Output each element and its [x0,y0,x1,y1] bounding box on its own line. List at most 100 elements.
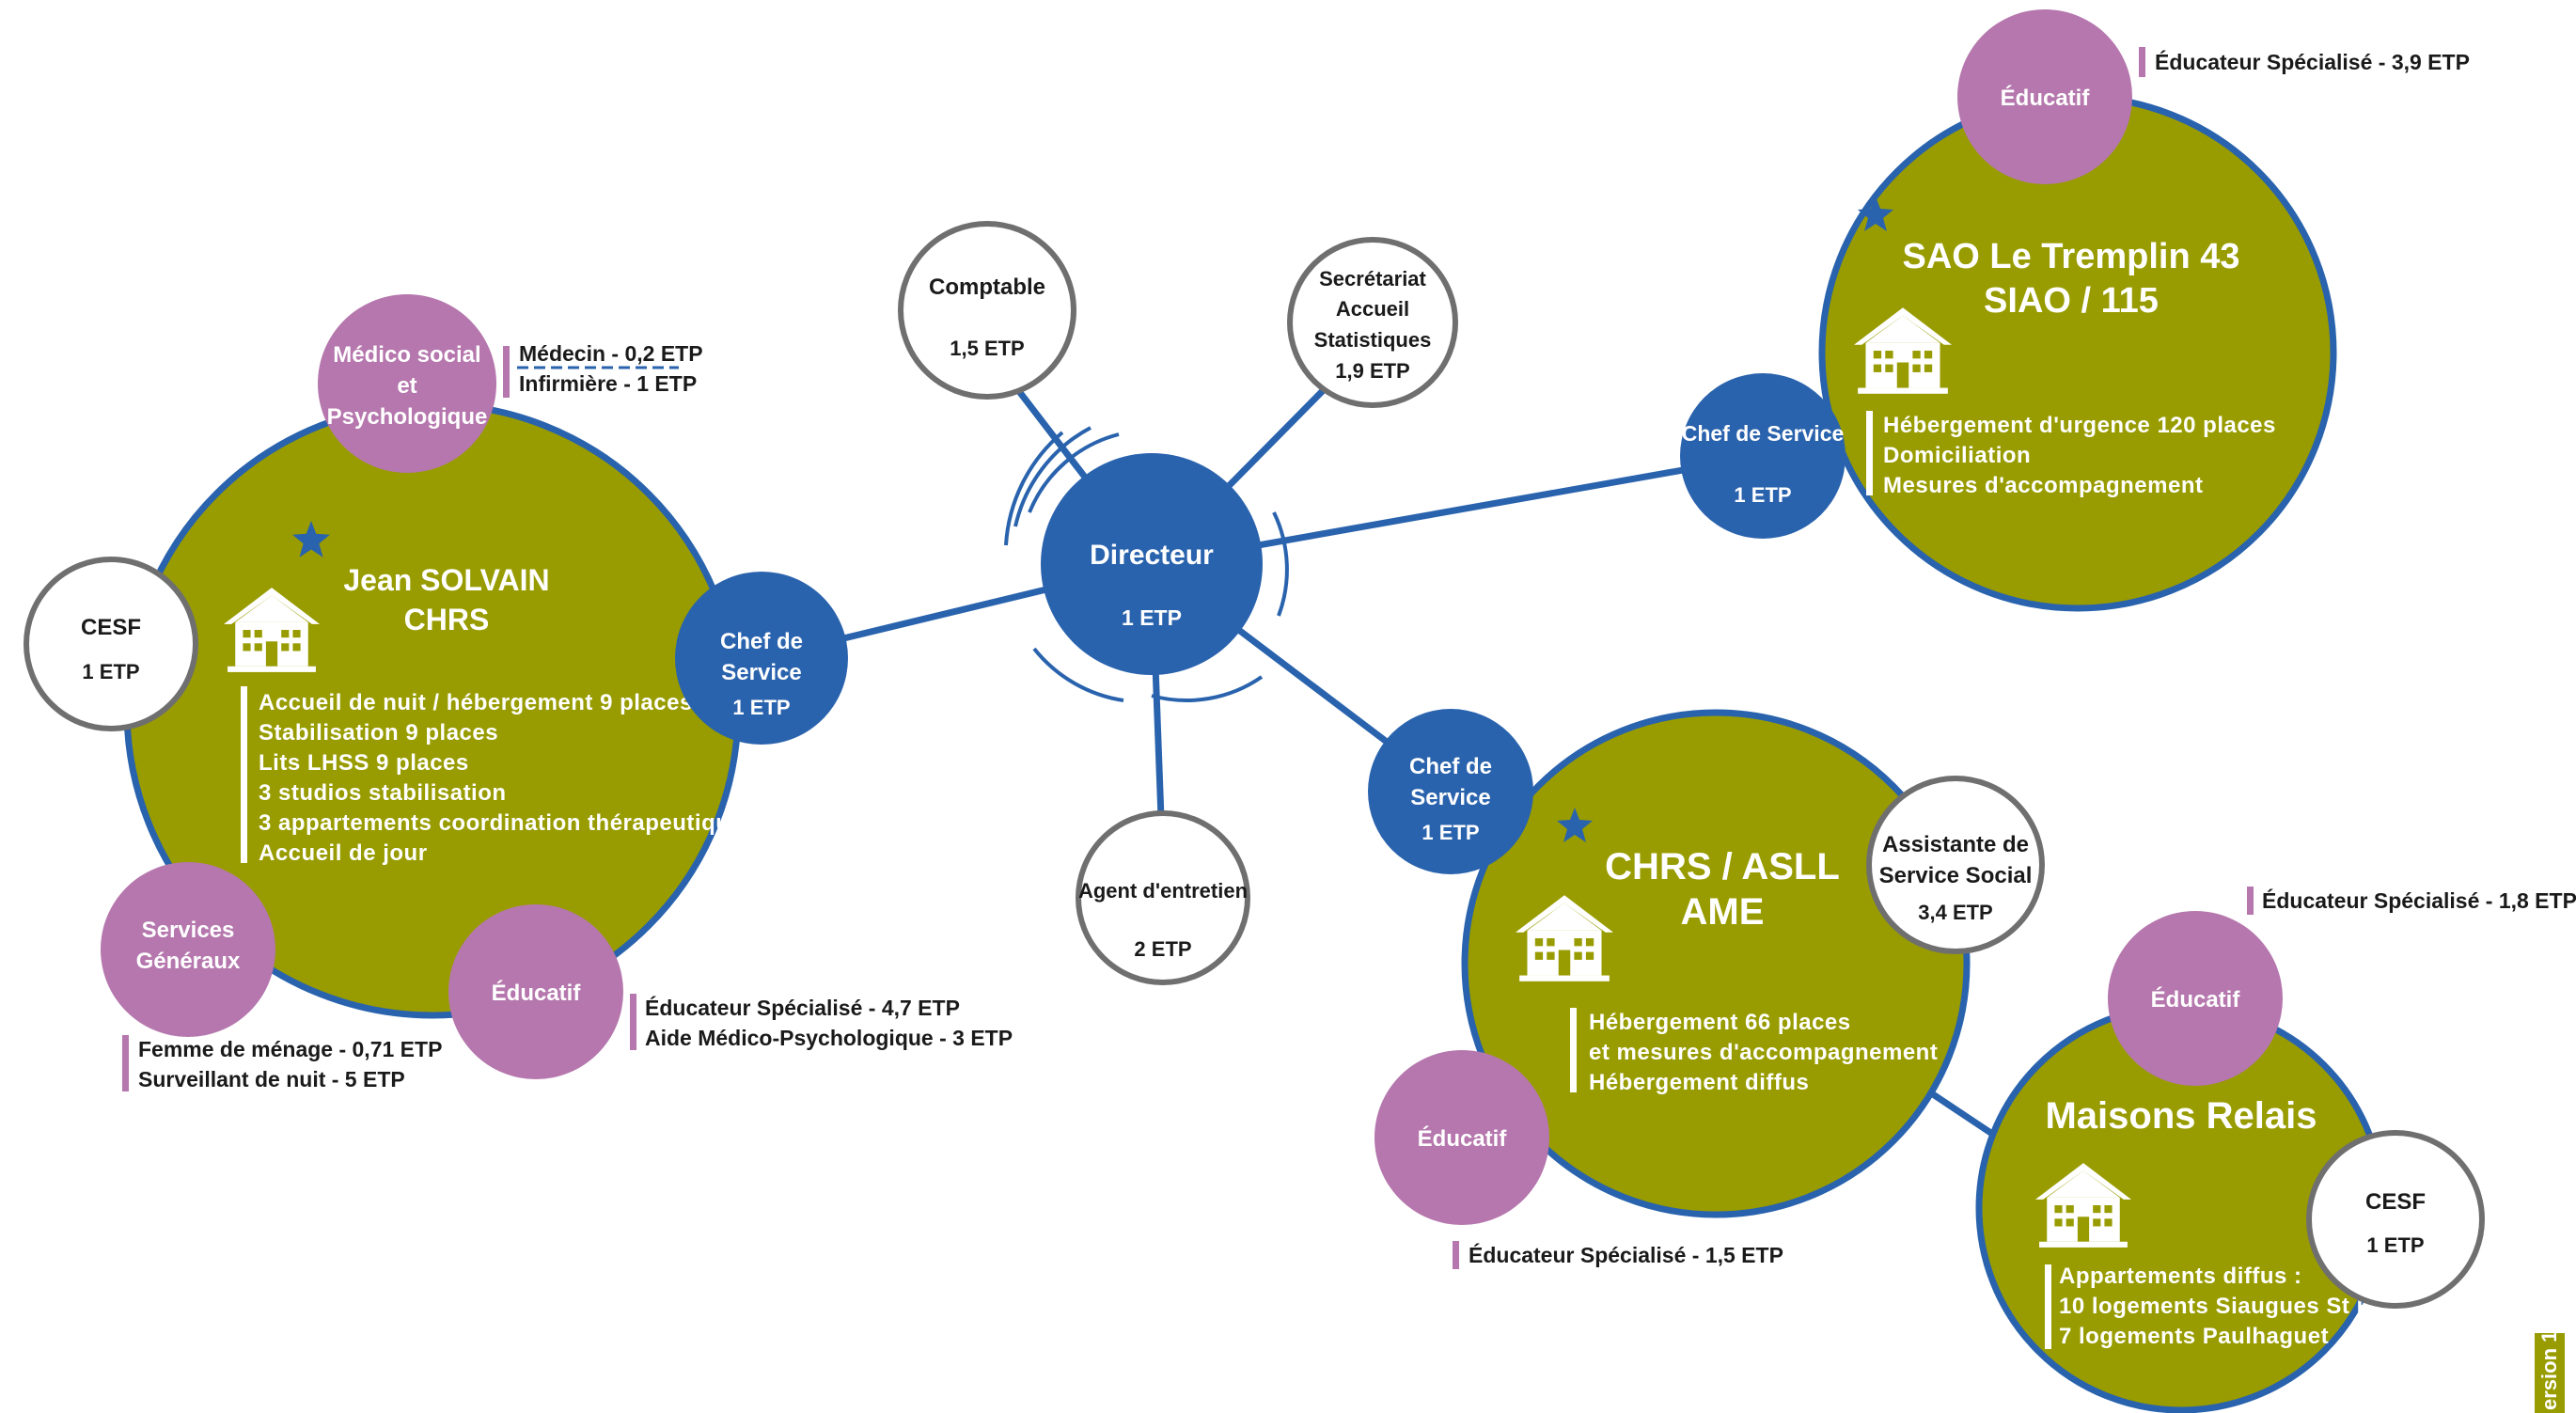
maisons-services-list: Appartements diffus : 10 logements Siaug… [2059,1264,2380,1349]
sao-group: SAO Le Tremplin 43 SIAO / 115 Hébergemen… [1680,9,2470,612]
chrs-asll-group: CHRS / ASLL AME Hébergement 66 places et… [1368,709,2045,1269]
solvain-group: Jean SOLVAIN CHRS Accueil de nuit / hébe… [24,294,1013,1091]
sao-services-list: Hébergement d'urgence 120 places Domicil… [1883,413,2276,498]
solvain-name1: Jean SOLVAIN [343,563,549,597]
assistante-etp: 3,4 ETP [1918,901,1992,924]
solvain-services-node[interactable]: Services Généraux [101,862,275,1037]
cesf-title: CESF [2365,1189,2426,1215]
list-item: Stabilisation 9 places [259,720,498,746]
agent-title: Agent d'entretien [1078,879,1248,903]
chef-etp: 1 ETP [1422,821,1479,844]
director-node[interactable]: Directeur 1 ETP [1041,453,1263,675]
medico-line1: Médico social [333,342,480,368]
list-item: 3 studios stabilisation [259,780,507,806]
agent-node[interactable]: Agent d'entretien 2 ETP [1076,810,1250,985]
chrs-asll-services-list: Hébergement 66 places et mesures d'accom… [1589,1010,1938,1095]
chrs-asll-educatif-node[interactable]: Éducatif [1374,1050,1549,1225]
chrs-asll-name1: CHRS / ASLL [1605,846,1840,887]
chef-line2: Service [721,660,801,685]
maisons-educatif-node[interactable]: Éducatif [2108,911,2283,1086]
cesf-title: CESF [81,615,141,640]
maisons-cesf-node[interactable]: CESF 1 ETP [2306,1130,2485,1309]
assistante-line2: Service Social [1879,863,2033,888]
secretariat-etp: 1,9 ETP [1335,359,1409,383]
maisons-list-bar [2045,1264,2051,1349]
list-item: Mesures d'accompagnement [1883,473,2203,498]
educatif-staff-bar [2247,887,2254,915]
list-item: 10 logements Siaugues St R. [2059,1294,2380,1319]
sao-chef-node[interactable]: Chef de Service 1 ETP [1680,373,1846,539]
educatif-label: Éducatif [2151,986,2241,1013]
sao-educatif-node[interactable]: Éducatif [1957,9,2132,184]
medico-line3: Psychologique [327,404,488,430]
version-tab: ersion 1 [2535,1331,2565,1413]
solvain-services-list: Accueil de nuit / hébergement 9 places S… [259,690,743,866]
educatif-staff: Éducateur Spécialisé - 3,9 ETP [2155,49,2470,74]
educatif-label: Éducatif [1418,1125,1508,1152]
list-item: Hébergement 66 places [1589,1010,1851,1035]
director-title: Directeur [1090,540,1214,571]
chef-etp: 1 ETP [1734,483,1791,507]
solvain-educatif-node[interactable]: Éducatif [448,904,623,1079]
solvain-list-bar [241,686,247,863]
educatif-label: Éducatif [492,980,582,1006]
secretariat-line2: Accueil [1336,297,1409,321]
director-etp: 1 ETP [1122,605,1182,630]
chrs-asll-assistante-node[interactable]: Assistante de Service Social 3,4 ETP [1866,776,2045,954]
list-item: Domiciliation [1883,443,2031,468]
secretariat-line3: Statistiques [1314,328,1432,352]
maisons-name: Maisons Relais [2045,1095,2317,1137]
comptable-etp: 1,5 ETP [950,337,1024,360]
cesf-etp: 1 ETP [2366,1233,2424,1257]
secretariat-node[interactable]: Secrétariat Accueil Statistiques 1,9 ETP [1287,237,1458,408]
list-item: et mesures d'accompagnement [1589,1040,1938,1065]
list-item: Appartements diffus : [2059,1264,2302,1289]
services-staff-1: Femme de ménage - 0,71 ETP [138,1037,442,1061]
chrs-asll-chef-node[interactable]: Chef de Service 1 ETP [1368,709,1533,874]
sao-list-bar [1866,411,1873,495]
list-item: Hébergement d'urgence 120 places [1883,413,2276,438]
solvain-name2: CHRS [404,603,490,636]
sao-name1: SAO Le Tremplin 43 [1903,237,2240,276]
chrs-asll-name2: AME [1681,891,1765,933]
educatif-staff: Éducateur Spécialisé - 1,5 ETP [1469,1242,1783,1267]
maisons-group: Maisons Relais Appartements diffus : 10 … [1975,887,2576,1413]
medico-staff-2: Infirmière - 1 ETP [519,371,697,396]
list-item: Accueil de nuit / hébergement 9 places [259,690,693,715]
comptable-node[interactable]: Comptable 1,5 ETP [898,221,1076,400]
secretariat-line1: Secrétariat [1319,267,1426,290]
services-staff-2: Surveillant de nuit - 5 ETP [138,1067,405,1091]
list-item: 3 appartements coordination thérapeutiqu… [259,810,743,836]
chef-line2: Service [1410,785,1490,810]
chef-etp: 1 ETP [732,696,790,719]
educatif-label: Éducatif [2001,85,2091,111]
solvain-medico-node[interactable]: Médico social et Psychologique [318,294,496,473]
chrs-asll-main-circle[interactable] [1461,709,1971,1218]
version-label: ersion 1 [2537,1331,2561,1410]
list-item: Lits LHSS 9 places [259,750,469,776]
sao-name2: SIAO / 115 [1984,281,2159,321]
services-staff-bar [122,1035,129,1091]
medico-staff-1: Médecin - 0,2 ETP [519,341,703,366]
chrs-asll-list-bar [1570,1008,1577,1092]
educatif-staff: Éducateur Spécialisé - 1,8 ETP [2262,887,2576,913]
agent-etp: 2 ETP [1134,937,1191,961]
solvain-cesf-node[interactable]: CESF 1 ETP [24,557,198,731]
services-line2: Généraux [136,949,241,974]
medico-line2: et [397,373,416,399]
services-line1: Services [142,918,235,943]
educatif-staff-bar [1453,1241,1459,1269]
list-item: 7 logements Paulhaguet [2059,1324,2329,1349]
solvain-chef-node[interactable]: Chef de Service 1 ETP [675,572,848,745]
list-item: Accueil de jour [259,840,428,866]
educatif-staff-1: Éducateur Spécialisé - 4,7 ETP [645,995,960,1020]
chef-title: Chef de Service [1682,421,1845,446]
cesf-etp: 1 ETP [82,660,139,683]
director-rings [1004,426,1289,703]
chef-line1: Chef de [1409,754,1492,779]
assistante-line1: Assistante de [1882,832,2029,857]
comptable-title: Comptable [929,275,1045,300]
medico-staff-bar [503,346,510,398]
educatif-staff-bar [630,994,636,1050]
